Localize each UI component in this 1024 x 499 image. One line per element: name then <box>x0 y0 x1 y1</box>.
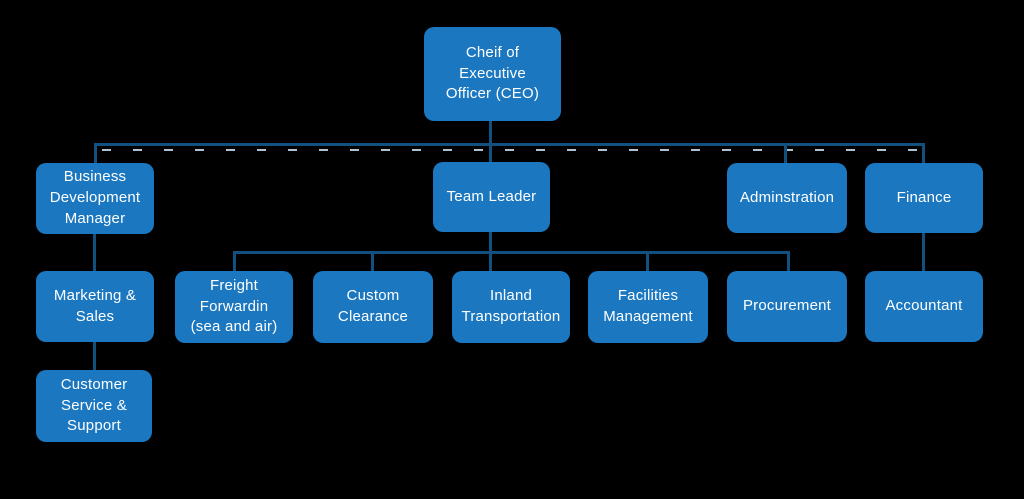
connector-down-freight <box>233 252 236 273</box>
connector-down-procurement <box>787 252 790 273</box>
connector-down-facilities <box>646 252 649 273</box>
org-node-administration: Adminstration <box>722 163 852 242</box>
connector-marketing-to-customer <box>93 340 96 372</box>
connector-finance-to-accountant <box>922 230 925 273</box>
org-node-customer-service: Customer Service & Support <box>31 370 157 451</box>
connector-level1-horizontal <box>94 143 925 146</box>
org-node-freight-forwarding: Freight Forwardin (sea and air) <box>170 271 298 352</box>
org-node-business-development-manager-label: Business Development Manager <box>49 168 141 227</box>
org-node-finance-label: Finance <box>896 188 952 206</box>
org-node-facilities-management-label: Facilities Management <box>603 287 693 325</box>
connector-ceo-stem <box>489 119 492 145</box>
connector-bdm-to-marketing <box>93 231 96 273</box>
org-node-freight-forwarding-label: Freight Forwardin (sea and air) <box>190 276 278 336</box>
org-node-accountant-label: Accountant <box>885 297 963 315</box>
connector-down-custom-clearance <box>371 252 374 273</box>
org-node-finance: Finance <box>860 163 988 242</box>
org-node-team-leader-label: Team Leader <box>446 187 537 205</box>
connector-down-finance <box>922 144 925 165</box>
org-node-facilities-management: Facilities Management <box>583 271 713 352</box>
org-node-business-development-manager: Business Development Manager <box>31 163 159 243</box>
org-node-ceo: Cheif of Executive Officer (CEO) <box>419 27 566 130</box>
org-node-procurement: Procurement <box>722 271 852 351</box>
org-node-inland-transportation: Inland Transportation <box>447 271 575 352</box>
org-node-inland-transportation-label: Inland Transportation <box>461 287 561 325</box>
org-node-procurement-label: Procurement <box>742 297 832 315</box>
org-node-customer-service-label: Customer Service & Support <box>60 375 128 435</box>
connector-level1-dashed-shadow <box>102 149 918 151</box>
org-node-ceo-label: Cheif of Executive Officer (CEO) <box>445 43 540 103</box>
org-node-marketing-sales-label: Marketing & Sales <box>53 286 137 325</box>
connector-down-administration <box>784 144 787 165</box>
org-node-custom-clearance-label: Custom Clearance <box>337 287 409 325</box>
connector-level2-horizontal <box>233 251 790 254</box>
org-node-custom-clearance: Custom Clearance <box>308 271 438 352</box>
connector-down-business-development <box>94 144 97 165</box>
connector-down-team-leader <box>489 144 492 164</box>
org-node-marketing-sales: Marketing & Sales <box>31 271 159 351</box>
org-node-team-leader: Team Leader <box>428 162 555 241</box>
org-node-accountant: Accountant <box>860 271 988 351</box>
org-node-administration-label: Adminstration <box>739 188 835 206</box>
